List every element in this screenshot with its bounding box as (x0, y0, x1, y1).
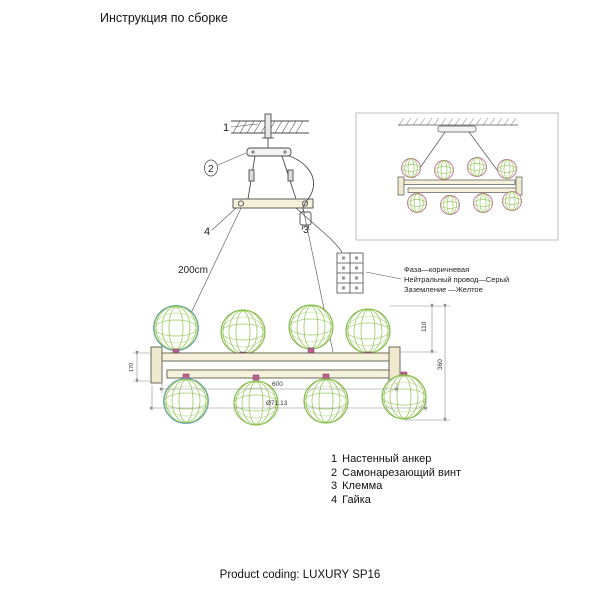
legend-item: 3 Клемма (331, 480, 461, 494)
dim-offset-label: 110 (421, 321, 428, 332)
legend-item-label: Настенный анкер (342, 453, 432, 465)
frame-endcap-left (150, 346, 163, 384)
wiring-neutral-label: Нейтральный провод—Серый (404, 275, 509, 284)
dimension-lines (133, 303, 450, 423)
callout-1: 1 (223, 122, 229, 134)
wire-adjuster (287, 169, 294, 182)
inset-border (355, 112, 559, 241)
callout-markers: 1 2 4 3 (204, 122, 309, 238)
ceiling-canopy (246, 147, 292, 157)
ceiling-mount-detail (231, 113, 343, 253)
inset-overview (355, 112, 559, 241)
legend-item-number: 3 (331, 480, 338, 492)
wiring-phase-label: Фаза—коричневая (404, 265, 469, 274)
anchor-bolt (264, 113, 272, 139)
legend-item-number: 2 (331, 466, 338, 479)
wiring-note: Фаза—коричневая Нейтральный провод—Серый… (404, 265, 509, 294)
suspension-length-label: 200cm (178, 265, 208, 276)
legend-item-label: Гайка (342, 493, 371, 506)
suspension-plate (232, 198, 314, 209)
dim-width-label: 600 (272, 381, 283, 388)
legend-item: 2 Самонарезающий винт (331, 467, 461, 481)
inset-ceiling-hatch (398, 117, 517, 126)
dim-height-label: 360 (437, 359, 444, 370)
legend-item-number: 4 (331, 493, 338, 506)
chandelier-main-view (150, 304, 427, 426)
callout-4: 4 (204, 226, 210, 238)
dim-diameter-label: Ø71.13 (266, 400, 288, 407)
legend-item-number: 1 (331, 453, 338, 465)
frame-bar-top (159, 352, 391, 362)
page-title: Инструкция по сборке (100, 11, 228, 25)
globe-highlight (163, 378, 209, 424)
product-coding: Product coding: LUXURY SP16 (219, 569, 381, 581)
wire-adjuster (248, 169, 255, 182)
legend-item-label: Самонарезающий винт (342, 466, 462, 479)
ceiling-hatch (232, 120, 304, 134)
dim-end-height-label: 170 (129, 363, 135, 372)
dimension-labels: 600 Ø71.13 110 360 170 (129, 321, 444, 407)
legend-item: 4 Гайка (331, 494, 461, 508)
frame-bar-bottom (166, 369, 398, 379)
power-cord (288, 155, 314, 213)
callout-2-circle (204, 159, 218, 177)
callout-3: 3 (303, 225, 309, 236)
cable-to-terminal (295, 207, 343, 253)
callout-2: 2 (208, 164, 214, 175)
legend-item: 1 Настенный анкер (331, 453, 461, 467)
legend-item-label: Клемма (342, 480, 383, 492)
terminal-block-detail (336, 252, 402, 294)
inset-canopy (437, 125, 477, 133)
wiring-ground-label: Заземление —Желтое (404, 285, 483, 294)
